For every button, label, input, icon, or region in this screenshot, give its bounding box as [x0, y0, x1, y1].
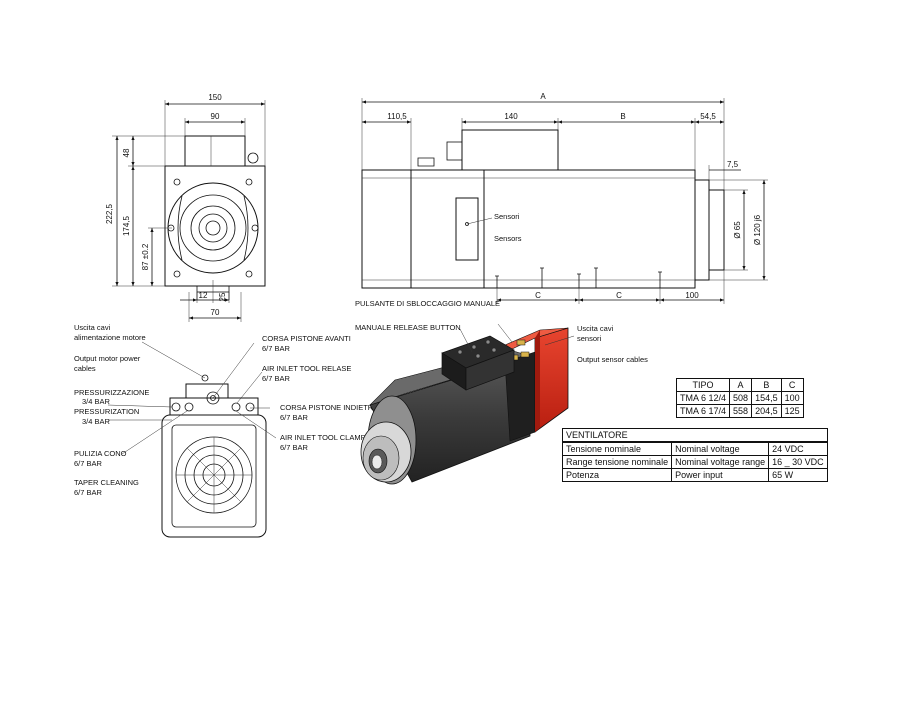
table-cell: 154,5 — [751, 391, 782, 405]
piston-back-it: CORSA PISTONE INDIETRO — [280, 403, 379, 412]
table-cell: 65 W — [768, 468, 828, 482]
sensor-it-1: Uscita cavi — [577, 324, 614, 333]
press-it-val: 3/4 BAR — [82, 397, 111, 406]
press-it: PRESSURIZZAZIONE — [74, 388, 149, 397]
tipo-header-row: TIPO A B C — [675, 378, 804, 392]
table-cell: TMA 6 12/4 — [675, 391, 731, 405]
tipo-header-cell: TIPO — [675, 378, 731, 392]
side-housing — [361, 169, 696, 289]
dim-a: A — [540, 92, 546, 101]
ventilatore-table: VENTILATORE Tensione nominale Nominal vo… — [561, 428, 828, 482]
table-cell: Range tensione nominale — [561, 455, 673, 469]
press-en-val: 3/4 BAR — [82, 417, 111, 426]
sensors-label: Sensors — [494, 234, 522, 243]
dim-87: 87 ±0.2 — [141, 243, 150, 270]
dim-48: 48 — [122, 148, 131, 157]
side-top-box — [461, 129, 559, 171]
front-view: 150 90 222,5 48 174,5 87 ±0.2 12 25 70 — [105, 93, 266, 322]
cables-en-1: Output motor power — [74, 354, 141, 363]
release-en: AIR INLET TOOL RELASE — [262, 364, 351, 373]
cables-it-2: alimentazione motore — [74, 333, 146, 342]
table-cell: Power input — [671, 468, 770, 482]
dim-90: 90 — [211, 112, 220, 121]
dim-70: 70 — [211, 308, 220, 317]
clamp-en: AIR INLET TOOL CLAMP — [280, 433, 366, 442]
table-cell: 125 — [780, 404, 804, 418]
front-top-box — [184, 135, 246, 167]
iso-view: PULSANTE DI SBLOCCAGGIO MANUALE MANUALE … — [355, 299, 648, 485]
vent-title: VENTILATORE — [562, 428, 828, 443]
tipo-header-cell: C — [780, 378, 804, 392]
table-row: Range tensione nominale Nominal voltage … — [561, 455, 828, 469]
table-cell: Tensione nominale — [561, 441, 673, 456]
table-row: TMA 6 12/4 508 154,5 100 — [675, 391, 804, 405]
dim-c2: C — [616, 291, 622, 300]
clamp-en-val: 6/7 BAR — [280, 443, 309, 452]
table-row: Tensione nominale Nominal voltage 24 VDC — [561, 441, 828, 456]
table-cell: TMA 6 17/4 — [675, 404, 731, 418]
dim-100: 100 — [685, 291, 699, 300]
side-flange — [694, 179, 710, 281]
button-it-label: PULSANTE DI SBLOCCAGGIO MANUALE — [355, 299, 500, 308]
dim-150: 150 — [208, 93, 222, 102]
cone-en-val: 6/7 BAR — [74, 488, 103, 497]
dim-1105: 110,5 — [387, 112, 407, 121]
sensor-it-2: sensori — [577, 334, 602, 343]
dim-545: 54,5 — [700, 112, 716, 121]
sensor-plate — [455, 197, 479, 261]
piston-fwd-it: CORSA PISTONE AVANTI — [262, 334, 351, 343]
table-row: Potenza Power input 65 W — [561, 468, 828, 482]
dim-c1: C — [535, 291, 541, 300]
front-fitting — [247, 152, 259, 164]
table-cell: 100 — [780, 391, 804, 405]
release-en-val: 6/7 BAR — [262, 374, 291, 383]
tipo-header-cell: B — [751, 378, 782, 392]
piston-back-it-val: 6/7 BAR — [280, 413, 309, 422]
cone-it: PULIZIA CONO — [74, 449, 127, 458]
table-cell: Potenza — [561, 468, 673, 482]
piston-fwd-it-val: 6/7 BAR — [262, 344, 291, 353]
table-cell: 24 VDC — [768, 441, 828, 456]
table-cell: 16 _ 30 VDC — [768, 455, 828, 469]
cone-en: TAPER CLEANING — [74, 478, 139, 487]
dim-12: 12 — [199, 291, 208, 300]
dim-140: 140 — [504, 112, 518, 121]
table-cell: 204,5 — [751, 404, 782, 418]
vent-header-row: VENTILATORE — [562, 428, 828, 443]
table-cell: 558 — [729, 404, 753, 418]
button-en-label: MANUALE RELEASE BUTTON — [355, 323, 461, 332]
press-en: PRESSURIZATION — [74, 407, 139, 416]
side-view: Sensori Sensors A 110,5 140 B 54,5 7,5 — [361, 92, 768, 304]
dim-b: B — [620, 112, 625, 121]
table-cell: Nominal voltage — [671, 441, 770, 456]
tipo-table: TIPO A B C TMA 6 12/4 508 154,5 100 TMA … — [675, 378, 804, 418]
tipo-header-cell: A — [729, 378, 753, 392]
table-cell: Nominal voltage range — [671, 455, 770, 469]
dim-1745: 174,5 — [122, 215, 131, 236]
dim-75: 7,5 — [727, 160, 739, 169]
sensor-en: Output sensor cables — [577, 355, 648, 364]
sensori-label: Sensori — [494, 212, 520, 221]
side-nose — [708, 189, 725, 271]
table-cell: 508 — [729, 391, 753, 405]
cables-en-2: cables — [74, 364, 96, 373]
dim-25: 25 — [218, 292, 227, 301]
cables-it-1: Uscita cavi — [74, 323, 111, 332]
dim-dia65: Ø 65 — [733, 221, 742, 239]
cone-it-val: 6/7 BAR — [74, 459, 103, 468]
table-row: TMA 6 17/4 558 204,5 125 — [675, 404, 804, 418]
rear-view: Uscita cavi alimentazione motore Output … — [74, 323, 379, 538]
dim-2225: 222,5 — [105, 203, 114, 224]
dim-dia120: Ø 120 j6 — [753, 214, 762, 245]
